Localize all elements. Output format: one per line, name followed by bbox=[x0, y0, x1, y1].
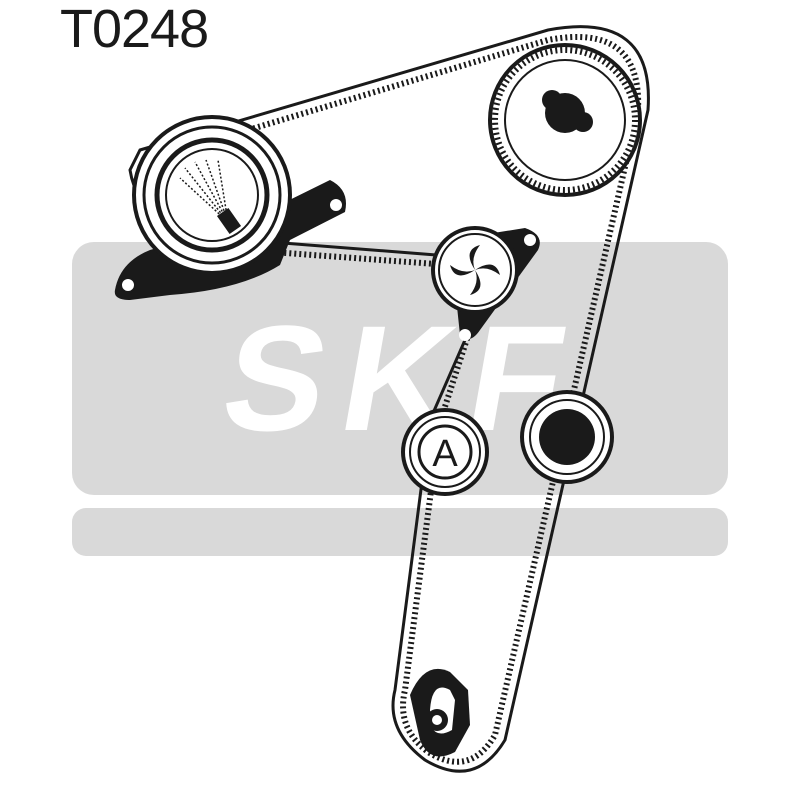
tensioner-pulley bbox=[114, 115, 346, 300]
pulley-a-label: A bbox=[432, 433, 458, 475]
crankshaft-sprocket bbox=[410, 668, 470, 757]
pulley-a: A bbox=[401, 408, 489, 496]
camshaft-pulley bbox=[488, 43, 642, 197]
idler-pulley bbox=[431, 226, 540, 341]
part-code: T0248 bbox=[60, 0, 209, 59]
guide-pulley bbox=[520, 390, 614, 484]
